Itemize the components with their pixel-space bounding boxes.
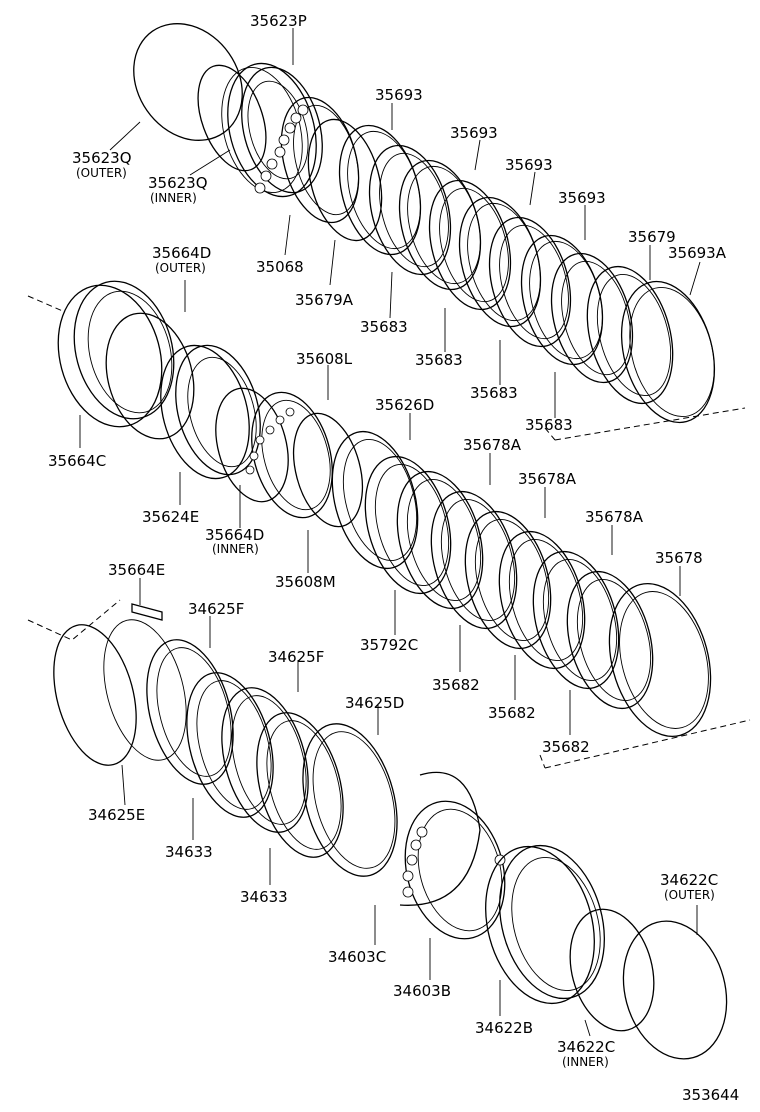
axis-dashed-top bbox=[544, 407, 746, 441]
snap-ring-35664e bbox=[131, 603, 163, 621]
callout-35683-3: 35683 bbox=[470, 384, 518, 402]
bottom-brake-group bbox=[27, 599, 728, 1060]
disc-34633-2 bbox=[256, 712, 344, 858]
plate-35693-4 bbox=[520, 234, 604, 366]
snap-ring-35608m bbox=[292, 412, 364, 528]
callout-35682-1: 35682 bbox=[432, 676, 480, 694]
callout-35678a-2: 35678A bbox=[518, 470, 577, 488]
piston-35624e bbox=[160, 344, 261, 480]
callout-35678a-1: 35678A bbox=[463, 436, 522, 454]
callout-35683-2: 35683 bbox=[415, 351, 463, 369]
callout-34603c: 34603C bbox=[328, 948, 386, 966]
callout-34622c-inner-sub: (INNER) bbox=[562, 1055, 609, 1069]
callout-35693-3: 35693 bbox=[505, 156, 553, 174]
callout-35682-2: 35682 bbox=[488, 704, 536, 722]
plate-34625f-2 bbox=[221, 687, 309, 833]
plate-34625f-1 bbox=[146, 639, 234, 785]
callout-35693a: 35693A bbox=[668, 244, 727, 262]
o-ring-outer-34622c bbox=[622, 920, 728, 1060]
callout-35678: 35678 bbox=[655, 549, 703, 567]
spring-retainer-34603b bbox=[402, 800, 506, 940]
disc-35683-3 bbox=[488, 216, 572, 348]
disc-35682-2 bbox=[498, 530, 586, 670]
plate-35678a-1 bbox=[396, 470, 484, 610]
callout-34622c-outer-sub: (OUTER) bbox=[664, 888, 715, 902]
callout-34625d: 34625D bbox=[345, 694, 404, 712]
callout-35068: 35068 bbox=[256, 258, 304, 276]
callout-35664d-inner: 35664D bbox=[205, 526, 264, 544]
disc-35682-1 bbox=[430, 490, 518, 630]
callout-35623q-inner: 35623Q bbox=[148, 174, 208, 192]
flange-34625d bbox=[302, 723, 398, 877]
callout-labels: 35623P 35623Q (OUTER) 35623Q (INNER) 356… bbox=[48, 12, 739, 1104]
callout-35608m: 35608M bbox=[275, 573, 336, 591]
o-ring-inner-35664d bbox=[215, 387, 289, 503]
callout-35664d-inner-sub: (INNER) bbox=[212, 542, 259, 556]
callout-35623q-outer-sub: (OUTER) bbox=[76, 166, 127, 180]
middle-clutch-group bbox=[27, 280, 751, 769]
callout-34622b: 34622B bbox=[475, 1019, 533, 1037]
callout-35664e: 35664E bbox=[108, 561, 165, 579]
callout-35623q-outer: 35623Q bbox=[72, 149, 132, 167]
disc-35682-3 bbox=[566, 570, 654, 710]
callout-35693-1: 35693 bbox=[375, 86, 423, 104]
callout-35693-4: 35693 bbox=[558, 189, 606, 207]
callout-35792c: 35792C bbox=[360, 636, 418, 654]
callout-34625f-2: 34625F bbox=[268, 648, 324, 666]
callout-34625e: 34625E bbox=[88, 806, 145, 824]
callout-34633-2: 34633 bbox=[240, 888, 288, 906]
callout-35683-4: 35683 bbox=[525, 416, 573, 434]
callout-35678a-3: 35678A bbox=[585, 508, 644, 526]
drawing-number: 353644 bbox=[682, 1086, 739, 1104]
callout-34603b: 34603B bbox=[393, 982, 451, 1000]
plate-35792c bbox=[364, 455, 452, 595]
snap-ring-34603c bbox=[399, 771, 481, 906]
callout-34625f-1: 34625F bbox=[188, 600, 244, 618]
callout-35693-2: 35693 bbox=[450, 124, 498, 142]
callout-35623p: 35623P bbox=[250, 12, 307, 30]
spring-retainer-35608l bbox=[245, 391, 333, 519]
callout-35682-3: 35682 bbox=[542, 738, 590, 756]
callout-34633-1: 34633 bbox=[165, 843, 213, 861]
callout-35664d-outer-sub: (OUTER) bbox=[155, 261, 206, 275]
callout-35664c: 35664C bbox=[48, 452, 106, 470]
axis-dashed-middle bbox=[539, 719, 751, 769]
flange-35679 bbox=[586, 265, 674, 405]
plate-35678a-3 bbox=[532, 550, 620, 690]
plate-35678a-2 bbox=[464, 510, 552, 650]
o-ring-outer-35623q bbox=[133, 23, 243, 141]
callout-34622c-inner: 34622C bbox=[557, 1038, 615, 1056]
o-ring-outer-35664d bbox=[105, 312, 195, 440]
disc-35683-1 bbox=[368, 144, 452, 276]
snap-ring-34625e bbox=[53, 624, 137, 766]
callout-35679a: 35679A bbox=[295, 291, 354, 309]
o-ring-inner-34622c bbox=[569, 908, 655, 1032]
plate-35626d bbox=[331, 430, 419, 570]
callout-35679: 35679 bbox=[628, 228, 676, 246]
drum-35664c bbox=[57, 280, 175, 428]
top-clutch-group bbox=[133, 23, 746, 441]
flange-35678 bbox=[608, 582, 712, 738]
o-ring-inner-35623q bbox=[197, 64, 267, 172]
callout-35623q-inner-sub: (INNER) bbox=[150, 191, 197, 205]
callout-34622c-outer: 34622C bbox=[660, 871, 718, 889]
callout-35608l: 35608L bbox=[296, 350, 353, 368]
callout-35626d: 35626D bbox=[375, 396, 434, 414]
leader-lines bbox=[79, 28, 701, 1037]
callout-35624e: 35624E bbox=[142, 508, 199, 526]
spring-retainer-35068 bbox=[254, 96, 360, 224]
callout-35683-1: 35683 bbox=[360, 318, 408, 336]
callout-35664d-outer: 35664D bbox=[152, 244, 211, 262]
snap-ring-35679a bbox=[307, 118, 383, 242]
